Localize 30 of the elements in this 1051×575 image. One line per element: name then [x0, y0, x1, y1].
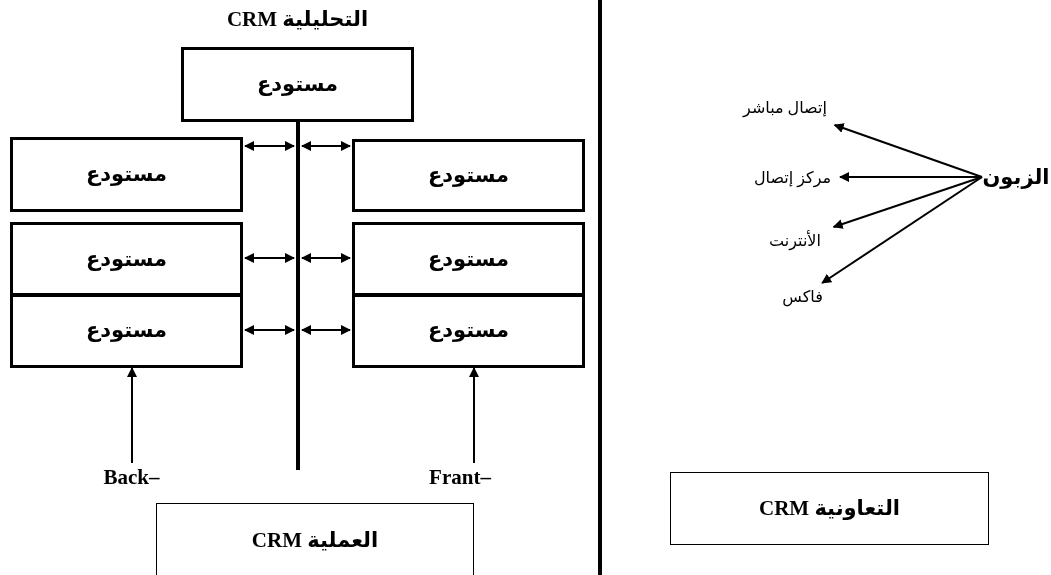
arrow: [839, 172, 983, 182]
storage-box: مستودع: [181, 47, 414, 122]
text-box: CRM التعاونية: [670, 472, 989, 545]
arrow: [832, 176, 983, 229]
label-text: الأنترنت: [755, 227, 835, 253]
storage-box: مستودع: [352, 293, 585, 368]
storage-box: مستودع: [10, 222, 243, 297]
storage-box: مستودع: [352, 222, 585, 297]
label-text: فاكس: [770, 283, 835, 309]
heading-text: CRM التحليلية: [225, 5, 370, 33]
storage-box: مستودع: [10, 137, 243, 212]
arrow: [244, 253, 295, 263]
arrow: [127, 367, 137, 464]
label-text: Frant–: [410, 463, 510, 492]
arrow: [301, 325, 351, 335]
label-text: الزبون: [982, 162, 1050, 192]
arrow: [301, 141, 351, 151]
arrow: [469, 367, 479, 464]
label-text: Back–: [85, 463, 178, 492]
arrow: [244, 141, 295, 151]
storage-box: مستودع: [352, 139, 585, 212]
label-text: مركز إتصال: [745, 164, 840, 190]
text-box: CRM العملية: [156, 503, 474, 575]
label-text: إتصال مباشر: [735, 90, 835, 125]
vertical-bar: [296, 122, 300, 470]
arrow: [821, 176, 983, 284]
arrow: [244, 325, 295, 335]
arrow: [301, 253, 351, 263]
storage-box: مستودع: [10, 293, 243, 368]
arrow: [833, 123, 983, 178]
